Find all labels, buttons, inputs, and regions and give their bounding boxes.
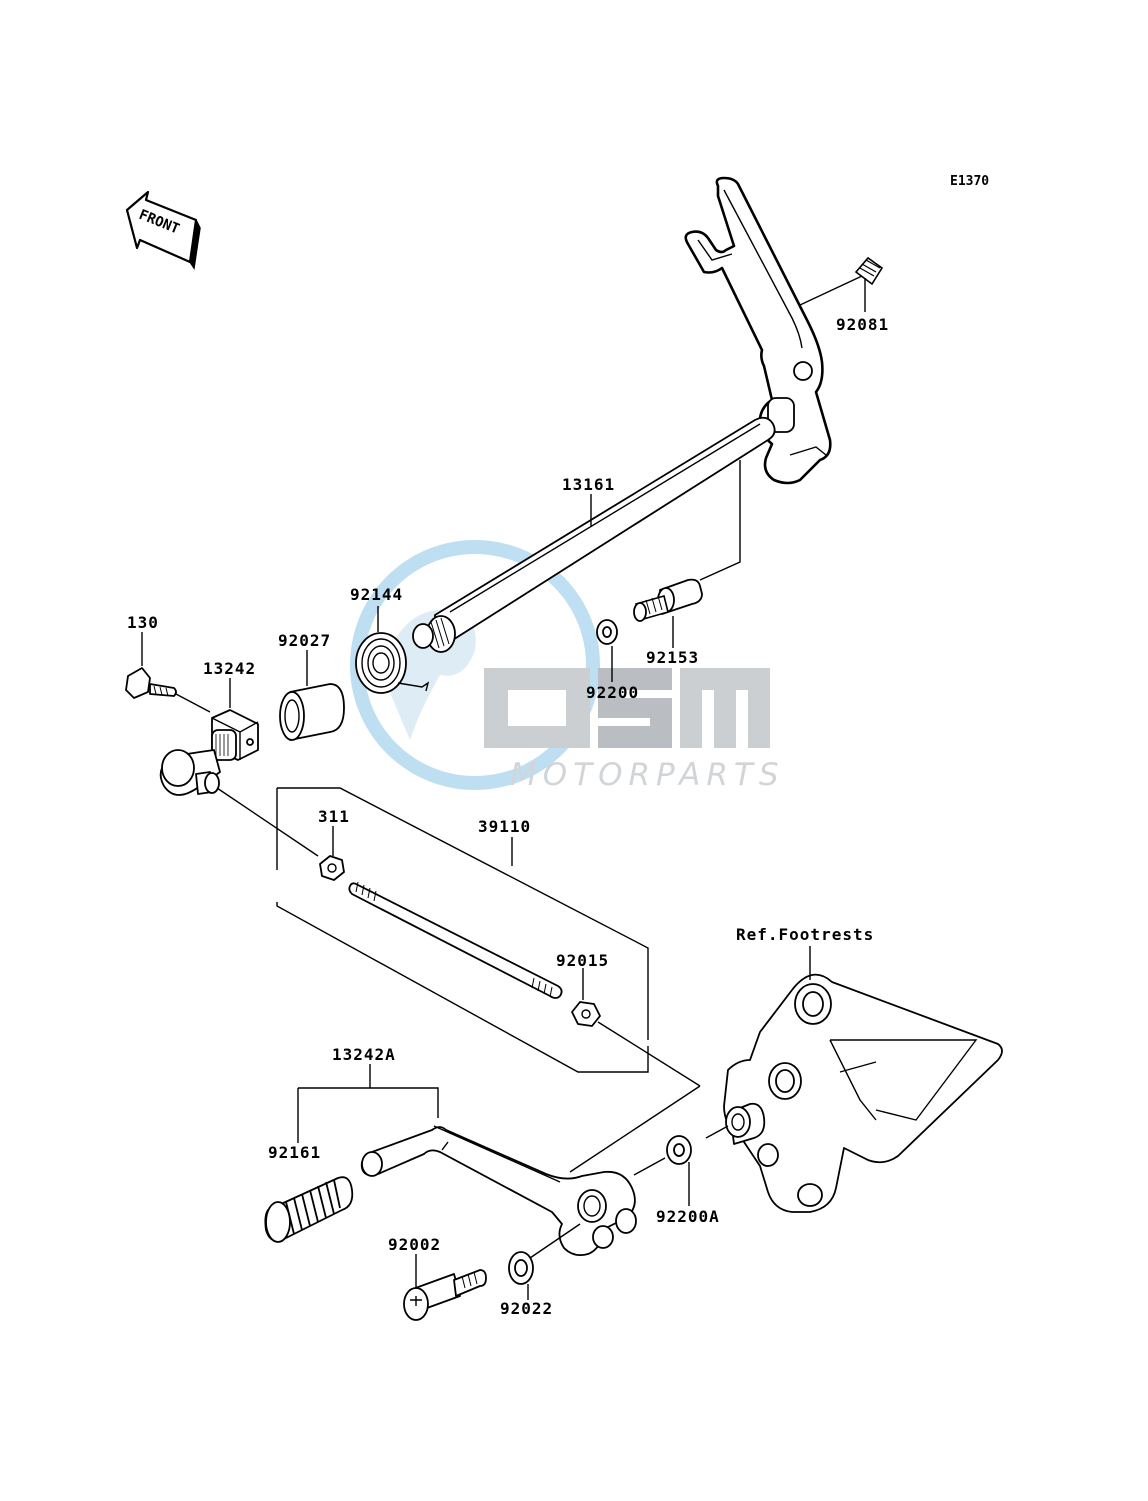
watermark-letter-o (484, 668, 590, 748)
watermark: OEM MOTORPARTS (350, 540, 785, 793)
part-311-nut: 311 (318, 807, 350, 881)
diagram-code: E1370 (950, 174, 989, 189)
group-39110-bracket: 39110 (276, 787, 649, 1073)
part-92081-spring-pin: 92081 (799, 256, 889, 334)
part-92022-washer: 92022 (500, 1223, 581, 1318)
watermark-letter-m (680, 668, 770, 748)
label-92027: 92027 (278, 631, 331, 650)
watermark-brand-text: OEM (628, 663, 633, 665)
label-13161: 13161 (562, 475, 615, 494)
part-92144-spring: 92144 (350, 585, 430, 694)
part-92153-bolt: 92153 (633, 578, 703, 667)
reference-footrests-label: Ref.Footrests (736, 925, 874, 944)
part-92002-bolt: 92002 (388, 1235, 487, 1321)
label-92144: 92144 (350, 585, 403, 604)
part-92027-collar: 92027 (278, 631, 345, 741)
label-311: 311 (318, 807, 350, 826)
part-13161-shift-shaft: 13161 (412, 416, 776, 653)
label-92200: 92200 (586, 683, 639, 702)
front-arrow-icon: FRONT (125, 190, 201, 271)
label-92161: 92161 (268, 1143, 321, 1162)
part-92161-rubber: 92161 (264, 1143, 354, 1243)
part-92200A-washer: 92200A (633, 1102, 766, 1226)
label-92081: 92081 (836, 315, 889, 334)
part-92015-nut: 92015 (556, 951, 701, 1087)
label-92153: 92153 (646, 648, 699, 667)
label-92022: 92022 (500, 1299, 553, 1318)
watermark-subtitle: MOTORPARTS (510, 757, 785, 793)
shift-arm-assembly (684, 176, 832, 485)
part-13242-lever-joint: 13242 (159, 659, 319, 857)
footrest-bracket: Ref.Footrests (723, 925, 1003, 1213)
label-92200A: 92200A (656, 1207, 720, 1226)
label-13242A: 13242A (332, 1045, 396, 1064)
part-92200-washer: 92200 (586, 619, 639, 702)
label-13242: 13242 (203, 659, 256, 678)
label-130: 130 (127, 613, 159, 632)
group-13242A-bracket: 13242A (297, 1045, 439, 1143)
part-tie-rod (348, 881, 563, 999)
label-92015: 92015 (556, 951, 609, 970)
label-92002: 92002 (388, 1235, 441, 1254)
watermark-letter-s (598, 668, 672, 748)
part-130-bolt: 130 (125, 613, 211, 713)
label-39110: 39110 (478, 817, 531, 836)
part-gear-pedal (360, 1125, 637, 1257)
